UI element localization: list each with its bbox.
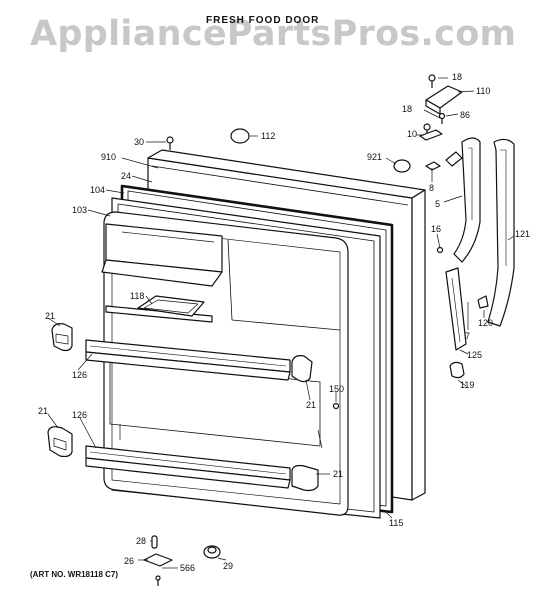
callout-10: 10 xyxy=(407,129,418,139)
upper-door-shelf xyxy=(85,339,291,381)
diagram-title: FRESH FOOD DOOR xyxy=(206,15,320,26)
callout-112: 112 xyxy=(261,131,276,141)
callout-126: 126 xyxy=(72,370,88,380)
callout-29: 29 xyxy=(223,561,234,571)
callout-21: 21 xyxy=(306,400,317,410)
callout-910: 910 xyxy=(101,152,117,162)
handle-trim xyxy=(453,137,481,263)
callout-566: 566 xyxy=(180,563,196,573)
shelf-end-caps xyxy=(47,323,319,492)
watermark: AppliancePartsPros.com xyxy=(30,14,517,54)
callout-18: 18 xyxy=(452,72,463,82)
door-handle xyxy=(487,138,515,327)
callout-18: 18 xyxy=(402,104,413,114)
callout-110: 110 xyxy=(476,86,491,96)
callout-115: 115 xyxy=(389,518,404,528)
callout-125: 125 xyxy=(467,350,483,360)
callout-86: 86 xyxy=(460,110,471,120)
callout-7: 7 xyxy=(465,331,471,341)
handle-bar xyxy=(445,267,467,351)
bottom-small-parts xyxy=(143,535,221,586)
callout-921: 921 xyxy=(367,152,383,162)
callout-121: 121 xyxy=(515,229,531,239)
callout-21: 21 xyxy=(45,311,56,321)
callout-21: 21 xyxy=(38,406,49,416)
callout-126: 126 xyxy=(72,410,88,420)
callout-26: 26 xyxy=(124,556,135,566)
callout-120: 120 xyxy=(478,318,494,328)
callout-5: 5 xyxy=(435,199,441,209)
callout-118: 118 xyxy=(130,291,145,301)
callout-21: 21 xyxy=(333,469,344,479)
leader-lines xyxy=(47,77,515,569)
lower-door-shelf xyxy=(85,445,291,489)
callout-104: 104 xyxy=(90,185,106,195)
callout-30: 30 xyxy=(134,137,145,147)
egg-tray xyxy=(137,295,205,317)
hinge-parts xyxy=(166,74,489,410)
callout-119: 119 xyxy=(460,380,475,390)
callout-16: 16 xyxy=(431,224,442,234)
callout-150: 150 xyxy=(329,384,345,394)
callout-103: 103 xyxy=(72,205,88,215)
callout-28: 28 xyxy=(136,536,147,546)
callout-24: 24 xyxy=(121,171,132,181)
art-number: (ART NO. WR18118 C7) xyxy=(30,570,119,579)
callout-8: 8 xyxy=(429,183,435,193)
